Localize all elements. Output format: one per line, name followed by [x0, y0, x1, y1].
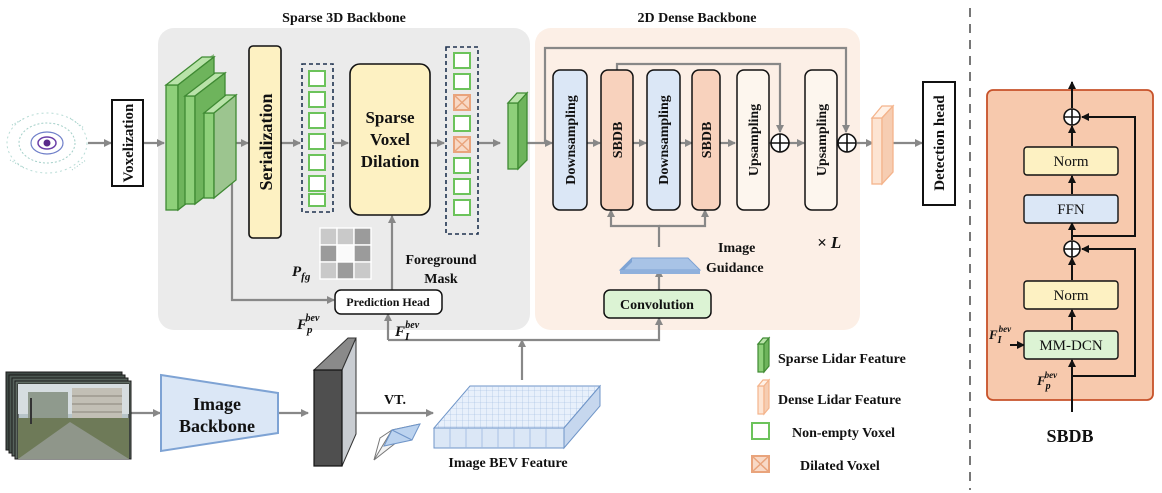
voxel-column-1 — [301, 63, 334, 213]
sparse-feature-output — [506, 91, 529, 171]
voxelization-block — [111, 99, 144, 187]
dense-backbone-title: 2D Dense Backbone — [637, 11, 756, 26]
image-guidance-label-1: Image — [718, 241, 755, 256]
legend-sparse-label: Sparse Lidar Feature — [778, 352, 906, 367]
sbdb-norm-top-label: Norm — [1054, 154, 1089, 170]
camera-images — [5, 371, 132, 460]
foreground-mask-grid — [319, 227, 372, 280]
legend: Sparse Lidar Feature Dense Lidar Feature… — [751, 336, 906, 474]
sbdb-2: SBDB — [700, 122, 715, 159]
serialization-block — [248, 45, 282, 239]
fi-label: FIbev — [394, 320, 420, 343]
prediction-head-label: Prediction Head — [346, 295, 430, 309]
sbdb-mmdcn-label: MM-DCN — [1039, 338, 1103, 354]
convolution-block — [603, 289, 712, 319]
sparse-voxel-dilation-block — [349, 63, 431, 216]
pfg-label: Pfg — [292, 264, 311, 283]
image-feature-map — [312, 337, 357, 467]
sbdb-fi-label: FIbev — [988, 324, 1012, 346]
foreground-label-2: Mask — [424, 272, 458, 287]
sbdb-caption: SBDB — [1046, 426, 1093, 446]
sbdb-ffn — [1023, 194, 1119, 224]
sbdb-ffn-label: FFN — [1057, 202, 1085, 218]
image-backbone-label-1: Image — [193, 394, 241, 414]
times-l-label: × L — [817, 233, 841, 252]
view-transform-frustum — [373, 423, 421, 461]
sbdb-norm-bottom-label: Norm — [1054, 288, 1089, 304]
image-guidance-label-2: Guidance — [706, 261, 764, 276]
legend-dense-label: Dense Lidar Feature — [778, 393, 901, 408]
downsampling-1: Downsampling — [564, 95, 579, 184]
legend-dilated-swatch — [751, 455, 770, 473]
foreground-label-1: Foreground — [405, 253, 476, 268]
add-operators — [770, 133, 857, 153]
sparse-lidar-features — [164, 54, 238, 212]
dense-blocks — [552, 69, 838, 211]
legend-nonempty-label: Non-empty Voxel — [792, 426, 895, 441]
image-backbone-block — [160, 373, 279, 453]
svd-line3: Dilation — [361, 152, 420, 171]
sbdb-1: SBDB — [611, 122, 626, 159]
vt-label: VT. — [384, 393, 406, 408]
fp-label: Fpbev — [296, 313, 320, 336]
detection-head-block — [922, 81, 956, 206]
point-cloud-image — [6, 112, 88, 174]
legend-dilated-label: Dilated Voxel — [800, 459, 880, 474]
prediction-head-block — [334, 289, 443, 315]
upsampling-1: Upsampling — [747, 104, 762, 176]
downsampling-2: Downsampling — [657, 95, 672, 184]
svd-line2: Voxel — [370, 130, 410, 149]
sbdb-detail-panel — [986, 81, 1154, 412]
dense-lidar-feature — [870, 104, 895, 186]
sbdb-fp-label: Fpbev — [1036, 370, 1058, 392]
voxel-column-2 — [445, 46, 479, 235]
image-backbone-label-2: Backbone — [179, 416, 255, 436]
svd-line1: Sparse — [365, 108, 415, 127]
voxelization-label: Voxelization — [121, 103, 137, 182]
legend-nonempty-swatch — [751, 422, 770, 440]
serialization-label: Serialization — [256, 94, 276, 191]
sbdb-norm-bottom — [1023, 280, 1119, 310]
sbdb-norm-top — [1023, 146, 1119, 176]
detection-head-label: Detection head — [932, 95, 948, 191]
convolution-label: Convolution — [620, 298, 694, 313]
image-bev-feature — [432, 384, 602, 450]
sparse-backbone-title: Sparse 3D Backbone — [282, 11, 406, 26]
upsampling-2: Upsampling — [815, 104, 830, 176]
sbdb-mmdcn — [1023, 330, 1119, 360]
legend-dense-swatch — [756, 378, 771, 416]
legend-sparse-swatch — [756, 336, 771, 374]
image-bev-label: Image BEV Feature — [448, 456, 567, 471]
